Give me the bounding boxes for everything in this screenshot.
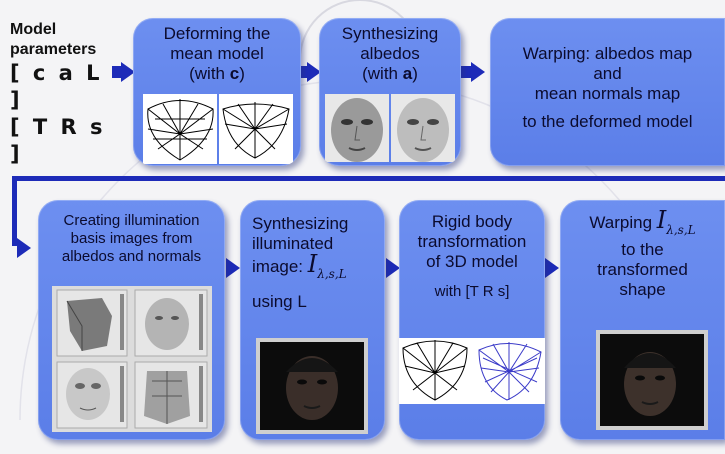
box-synthesize-illuminated: Synthesizing illuminated image: Iλ,s,L u… xyxy=(240,200,385,440)
box-illumination: Creating illumination basis images from … xyxy=(38,200,225,440)
params-label-1: Model xyxy=(10,20,120,40)
warp2-line2: to the xyxy=(566,240,719,260)
arrowhead-connector xyxy=(17,238,31,258)
albedo-line1: Synthesizing xyxy=(325,24,455,44)
rigid-line3: of 3D model xyxy=(405,252,539,272)
warp2-symbol-sub: λ,s,L xyxy=(666,223,695,237)
warp2-symbol: Iλ,s,L xyxy=(657,206,696,234)
arrowhead-synth-to-rigid xyxy=(386,258,400,278)
albedo-line3a: (with xyxy=(362,64,403,83)
deform-line2: mean model xyxy=(139,44,295,64)
deform-param-c: c xyxy=(230,64,239,83)
params-vector-1: [ c a L ] xyxy=(10,60,120,114)
box-warp-albedos: Warping: albedos map and mean normals ma… xyxy=(490,18,725,166)
deform-line3a: (with xyxy=(189,64,230,83)
illuminated-face-image xyxy=(260,342,364,430)
illum-line1: Creating illumination xyxy=(44,212,219,230)
synth-line4: using L xyxy=(252,292,385,312)
illum-line2: basis images from xyxy=(44,230,219,248)
albedo-line2: albedos xyxy=(325,44,455,64)
illum-line3: albedos and normals xyxy=(44,248,219,266)
albedo-line3: (with a) xyxy=(325,64,455,84)
warp1-line3: mean normals map xyxy=(496,84,719,104)
synth-symbol-base: I xyxy=(308,250,317,278)
box-deform: Deforming the mean model (with c) xyxy=(133,18,301,166)
params-label-2: parameters xyxy=(10,40,120,60)
arrowhead-rigid-to-warp xyxy=(545,258,559,278)
transformed-face-image xyxy=(600,334,704,426)
deform-line3: (with c) xyxy=(139,64,295,84)
connector-horizontal xyxy=(12,176,725,181)
rigid-line2: transformation xyxy=(405,232,539,252)
warp1-line1: Warping: albedos map xyxy=(496,44,719,64)
warp2-line1: Warping xyxy=(589,213,652,232)
connector-vertical xyxy=(12,176,17,246)
warp2-symbol-base: I xyxy=(657,206,666,234)
rigid-line1: Rigid body xyxy=(405,212,539,232)
albedo-line3c: ) xyxy=(412,64,418,83)
warp1-line2: and xyxy=(496,64,719,84)
rigid-mesh-images xyxy=(399,338,545,420)
warp2-line1-row: Warping Iλ,s,L xyxy=(566,210,719,240)
arrowhead-warp xyxy=(471,62,485,82)
albedo-face-images xyxy=(325,94,455,162)
params-vector-2: [ T R s ] xyxy=(10,114,120,168)
deform-line1: Deforming the xyxy=(139,24,295,44)
model-parameters: Model parameters [ c a L ] [ T R s ] xyxy=(10,20,120,168)
warp2-image-frame xyxy=(596,330,708,430)
box-rigid-body: Rigid body transformation of 3D model wi… xyxy=(399,200,545,440)
arrowhead-illum-to-synth xyxy=(226,258,240,278)
illumination-basis-images xyxy=(52,286,212,432)
box-albedo: Synthesizing albedos (with a) xyxy=(319,18,461,166)
deformed-mesh-images xyxy=(143,94,293,164)
rigid-line4: with [T R s] xyxy=(405,282,539,302)
synth-symbol-sub: λ,s,L xyxy=(317,267,346,281)
warp2-line3: transformed xyxy=(566,260,719,280)
synth-line3-row: image: Iλ,s,L xyxy=(252,254,385,284)
albedo-param-a: a xyxy=(403,64,412,83)
warp2-line4: shape xyxy=(566,280,719,300)
synth-symbol: Iλ,s,L xyxy=(308,250,347,278)
box-warp-transformed: Warping Iλ,s,L to the transformed shape xyxy=(560,200,725,440)
warp1-line4: to the deformed model xyxy=(496,112,719,132)
synth-line3: image: xyxy=(252,257,303,276)
synth-line1: Synthesizing xyxy=(252,214,385,234)
deform-line3c: ) xyxy=(239,64,245,83)
synth-image-frame xyxy=(256,338,368,434)
